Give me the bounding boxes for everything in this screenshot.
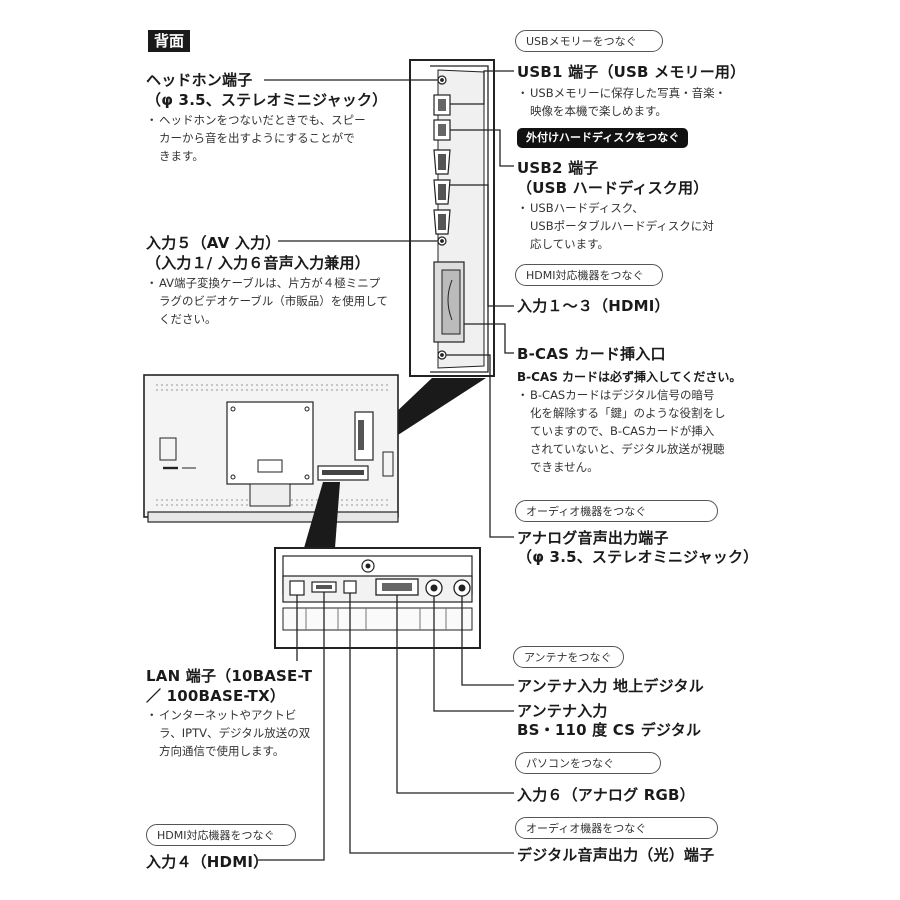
input6-pill: パソコンをつなぐ bbox=[515, 752, 661, 774]
section-badge: 背面 bbox=[148, 30, 190, 52]
leader-lines bbox=[258, 70, 514, 861]
analog-out-title: アナログ音声出力端子 bbox=[517, 529, 669, 547]
hdmi13-pill: HDMI対応機器をつなぐ bbox=[515, 264, 663, 286]
bottom-panel-closeup bbox=[274, 547, 481, 649]
optical-pill: オーディオ機器をつなぐ bbox=[515, 817, 718, 839]
input5-subtitle: （入力１/ 入力６音声入力兼用） bbox=[146, 254, 370, 272]
usb1-title: USB1 端子（USB メモリー用） bbox=[517, 63, 746, 81]
antenna-terrestrial-title: アンテナ入力 地上デジタル bbox=[517, 677, 704, 695]
usb2-pill: 外付けハードディスクをつなぐ bbox=[517, 128, 689, 148]
antenna-bs-title: アンテナ入力 bbox=[517, 702, 608, 720]
usb2-subtitle: （USB ハードディスク用） bbox=[517, 179, 709, 197]
analog-out-subtitle: （φ 3.5、ステレオミニジャック） bbox=[517, 548, 759, 566]
optical-title: デジタル音声出力（光）端子 bbox=[517, 846, 715, 864]
bcas-title: B-CAS カード挿入口 bbox=[517, 345, 666, 363]
hdmi13-title: 入力１～３（HDMI） bbox=[517, 297, 670, 315]
analog-out-pill: オーディオ機器をつなぐ bbox=[515, 500, 718, 522]
antenna-bs-subtitle: BS・110 度 CS デジタル bbox=[517, 721, 702, 739]
input5-title: 入力５（AV 入力） bbox=[146, 234, 281, 252]
lan-subtitle: ／ 100BASE-TX） bbox=[146, 687, 286, 705]
hdmi4-title: 入力４（HDMI） bbox=[146, 853, 269, 871]
input6-title: 入力６（アナログ RGB） bbox=[517, 786, 695, 804]
side-panel-closeup bbox=[409, 59, 495, 377]
lan-title: LAN 端子（10BASE-T bbox=[146, 667, 313, 685]
zoom-wedge-bottom bbox=[304, 482, 340, 548]
headphone-subtitle: （φ 3.5、ステレオミニジャック） bbox=[146, 91, 388, 109]
bcas-subtitle: B-CAS カードは必ず挿入してください。 bbox=[517, 370, 742, 384]
hdmi4-pill: HDMI対応機器をつなぐ bbox=[146, 824, 296, 846]
antenna-pill: アンテナをつなぐ bbox=[513, 646, 624, 668]
usb2-title: USB2 端子 bbox=[517, 159, 599, 177]
input5-note: AV端子変換ケーブルは、片方が４極ミニプラグのビデオケーブル（市販品）を使用して… bbox=[146, 274, 388, 328]
usb1-note: USBメモリーに保存した写真・音楽・映像を本機で楽しめます。 bbox=[517, 84, 726, 120]
zoom-wedge-side bbox=[372, 378, 486, 448]
tv-rear-body bbox=[143, 374, 399, 523]
bcas-note: B-CASカードはデジタル信号の暗号化を解除する「鍵」のような役割をしていますの… bbox=[517, 386, 726, 476]
usb1-pill: USBメモリーをつなぐ bbox=[515, 30, 663, 52]
headphone-title: ヘッドホン端子 bbox=[146, 71, 253, 89]
